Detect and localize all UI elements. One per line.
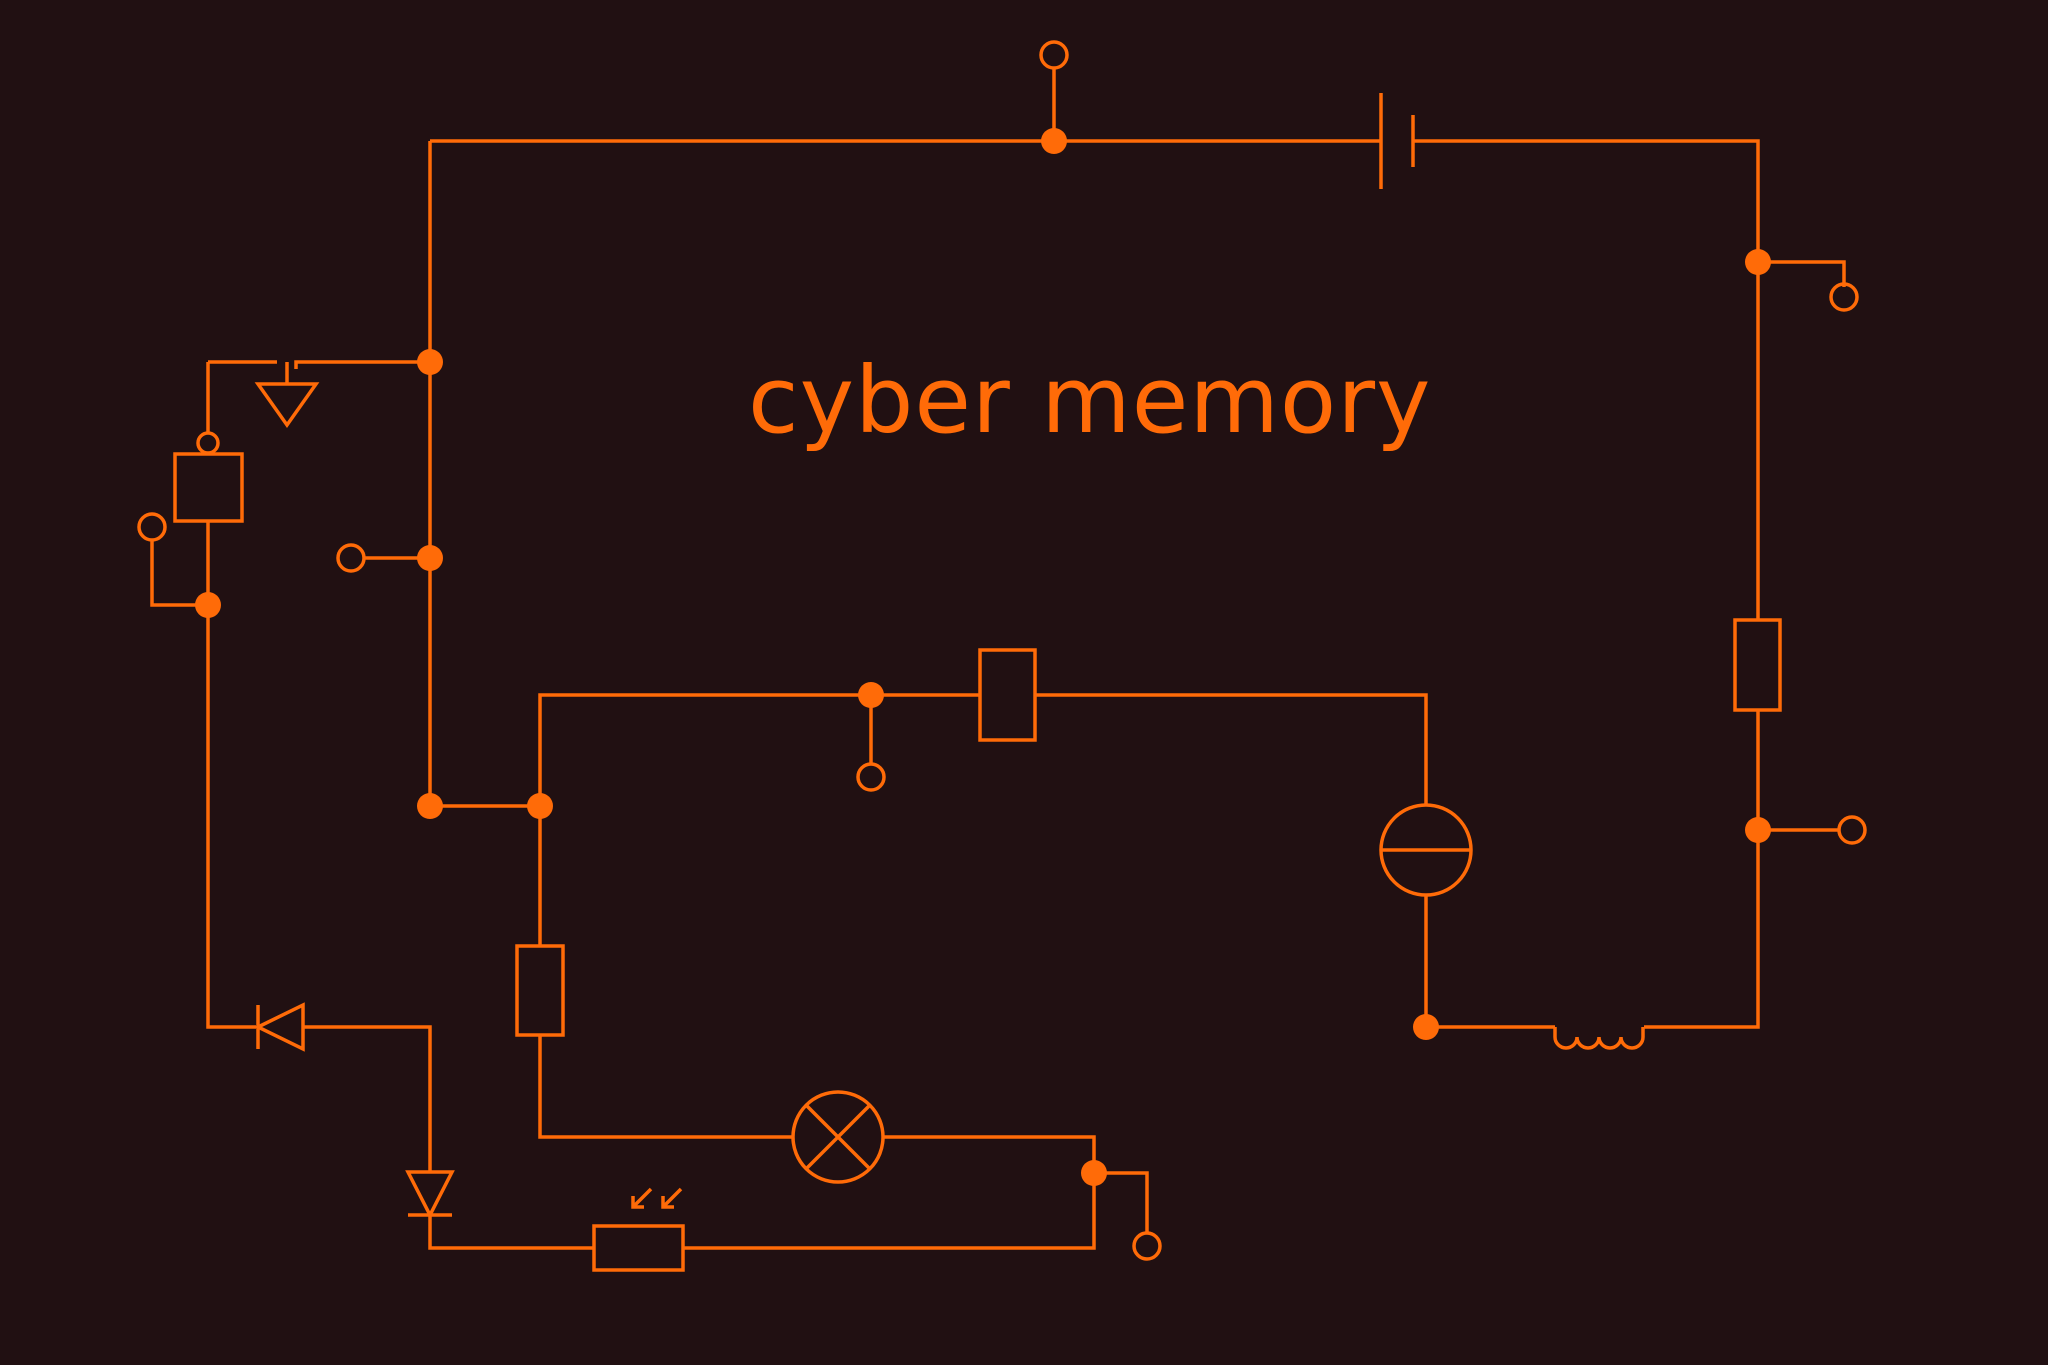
wire-lamp-right [883, 1135, 1096, 1173]
wire-inner-bottom [538, 1035, 793, 1139]
junction-node-icon [195, 592, 221, 618]
diode-icon [254, 1002, 305, 1052]
ic-box-icon [173, 452, 244, 523]
terminal-icon [196, 431, 220, 455]
junction-node-icon [1745, 249, 1771, 275]
page-title: cyber memory [748, 347, 1432, 454]
zener-diode-icon [405, 1170, 455, 1219]
junction-node-icon [527, 793, 553, 819]
wire-photo-right [683, 1173, 1096, 1250]
ammeter-icon [1379, 803, 1473, 897]
terminal-icon [137, 512, 167, 542]
wire-left-main [428, 141, 540, 808]
wire-box-stub [150, 540, 208, 607]
lamp-icon [791, 1090, 885, 1184]
terminal-icon [856, 762, 886, 792]
wire-right-mid [1644, 710, 1760, 1029]
wire-zener-down [428, 1215, 594, 1250]
terminal-icon [1829, 282, 1859, 312]
junction-node-icon [417, 349, 443, 375]
battery-icon [1379, 93, 1415, 189]
wire-box-down [206, 521, 256, 1029]
junction-node-icon [1081, 1160, 1107, 1186]
wire-inner-top-left [538, 693, 980, 806]
wire-ground-branch [294, 360, 430, 369]
junction-node-icon [1745, 817, 1771, 843]
resistor-icon [1733, 618, 1782, 712]
resistor-icon [978, 648, 1037, 742]
wires [150, 67, 1846, 1250]
junction-node-icon [417, 793, 443, 819]
wire-stub-right-1 [1758, 260, 1846, 287]
wire-top-right [1413, 139, 1760, 620]
wire-inner-top-right [1035, 693, 1428, 805]
junction-node-icon [1041, 128, 1067, 154]
junction-node-icon [858, 682, 884, 708]
terminal-icon [1837, 815, 1867, 845]
junction-node-icon [417, 545, 443, 571]
resistor-icon [515, 944, 565, 1037]
terminal-icon [336, 543, 366, 573]
ground-icon [254, 362, 320, 429]
wire-diode-right [303, 1025, 432, 1172]
terminal-icon [1039, 40, 1069, 70]
junction-nodes [195, 128, 1771, 1186]
terminal-icon [1132, 1231, 1162, 1261]
inductor-icon [1553, 1027, 1645, 1050]
wire-node-right [1094, 1171, 1149, 1232]
components [137, 40, 1867, 1272]
photoresistor-icon [592, 1187, 685, 1272]
junction-node-icon [1413, 1014, 1439, 1040]
